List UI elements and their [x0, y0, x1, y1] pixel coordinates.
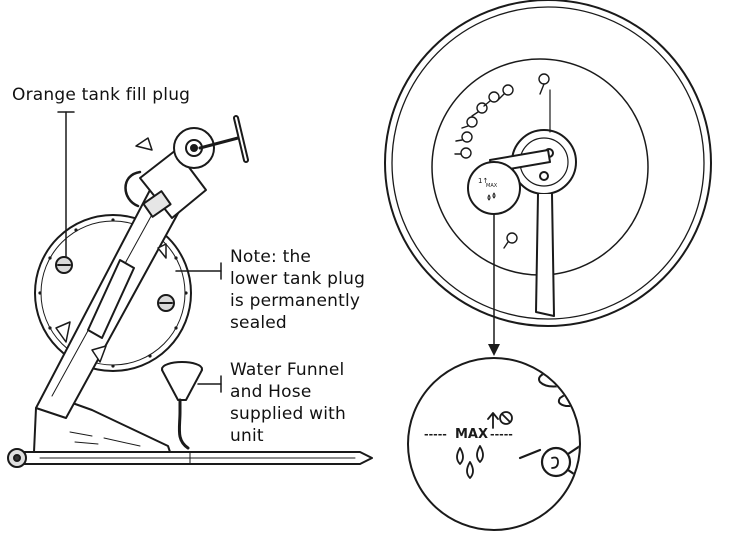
callout-note-line: is permanently: [230, 291, 361, 311]
max-dashes-left: -----: [424, 428, 447, 441]
callout-note-line: lower tank plug: [230, 269, 366, 289]
cable: [124, 170, 142, 208]
callout-funnel: Water Funnel and Hose supplied with unit: [230, 359, 346, 447]
tank-outer-rim: [384, 0, 712, 327]
tank-face-view: 1↑ MAX ----- MAX -----: [384, 0, 712, 531]
lower-tank-plug: [157, 294, 175, 312]
plug-icon-large: [518, 444, 579, 480]
detail-zoom-circle: [407, 357, 581, 531]
callout-fill-plug-text: Orange tank fill plug: [12, 85, 191, 105]
callout-funnel-line: and Hose: [230, 382, 312, 402]
callout-funnel-line: supplied with: [230, 404, 346, 424]
stem: [535, 193, 555, 317]
no-overfill-icon: [487, 411, 513, 429]
callout-note-line: sealed: [230, 313, 287, 333]
max-dashes-right: -----: [490, 428, 513, 441]
leader-lines: [57, 111, 222, 393]
level-plug-icons: [454, 73, 550, 249]
funnel: [161, 361, 203, 450]
callout-funnel-line: unit: [230, 426, 264, 446]
svg-text:1↑: 1↑: [478, 177, 488, 185]
svg-text:MAX: MAX: [486, 183, 498, 189]
water-drops-icon: [456, 445, 484, 479]
water-tank: [34, 214, 192, 372]
rower-side-view: [7, 115, 373, 468]
callout-fill-plug: Orange tank fill plug: [12, 84, 190, 106]
callout-funnel-line: Water Funnel: [230, 360, 345, 380]
callout-note: Note: the lower tank plug is permanently…: [230, 246, 365, 334]
fill-plug: [55, 256, 73, 274]
callout-note-line: Note: the: [230, 247, 312, 267]
max-label: MAX: [455, 427, 488, 442]
